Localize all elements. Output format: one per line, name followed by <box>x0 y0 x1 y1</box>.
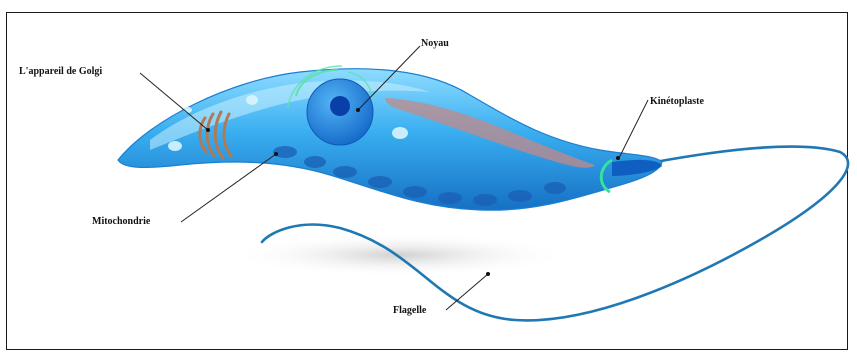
label-mitochondrie: Mitochondrie <box>92 216 150 228</box>
label-kinetoplaste: Kinétoplaste <box>650 96 704 108</box>
label-flagelle: Flagelle <box>393 305 426 317</box>
cell-shadow <box>230 233 570 277</box>
label-golgi: L'appareil de Golgi <box>19 66 102 78</box>
label-noyau: Noyau <box>421 38 449 50</box>
